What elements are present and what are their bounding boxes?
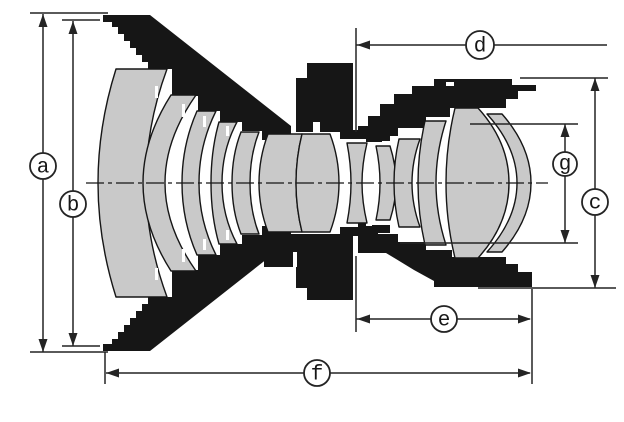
callout-f: f xyxy=(303,359,331,387)
lens-element xyxy=(486,113,532,253)
callout-letter-d: d xyxy=(474,36,487,59)
lens-element xyxy=(393,138,421,228)
callout-letter-f: f xyxy=(311,364,324,387)
callout-letter-e: e xyxy=(438,310,451,333)
callout-letter-c: c xyxy=(589,193,602,216)
lens-element xyxy=(210,121,238,245)
retainer-ring xyxy=(340,227,370,236)
callout-b: b xyxy=(59,190,87,218)
dimension-callouts: a b c d e f g xyxy=(29,30,609,387)
lens-element xyxy=(295,133,340,233)
callout-circle-g xyxy=(552,151,578,177)
rear-barrel-upper xyxy=(358,79,536,142)
center-block-upper xyxy=(296,63,353,132)
callout-letter-b: b xyxy=(67,195,80,218)
callout-a: a xyxy=(29,152,57,180)
callout-circle-c xyxy=(581,188,609,216)
callout-letter-g: g xyxy=(559,154,572,177)
callout-circle-f xyxy=(303,359,331,387)
callout-circle-e xyxy=(430,305,458,333)
callout-circle-b xyxy=(59,190,87,218)
callout-d: d xyxy=(465,30,495,60)
center-block-lower xyxy=(296,234,353,300)
callout-circle-a xyxy=(29,152,57,180)
retainer-ring xyxy=(372,225,390,233)
lens-barrel-silhouette xyxy=(103,15,536,351)
dimension-lines xyxy=(30,12,616,384)
retainer-ring xyxy=(372,133,390,141)
retainer-ring xyxy=(340,130,370,139)
center-block-lower-left xyxy=(264,234,296,267)
barrel-slots xyxy=(155,82,454,280)
callout-letter-a: a xyxy=(37,157,50,180)
callout-circle-d xyxy=(465,30,495,60)
dimension-arrowheads xyxy=(38,14,600,378)
callout-e: e xyxy=(430,305,458,333)
lens-element xyxy=(142,94,197,272)
callout-c: c xyxy=(581,188,609,216)
rear-barrel-lower xyxy=(358,218,532,287)
front-hood-upper xyxy=(103,15,291,140)
lens-elements xyxy=(97,68,532,298)
callout-g: g xyxy=(552,151,578,177)
